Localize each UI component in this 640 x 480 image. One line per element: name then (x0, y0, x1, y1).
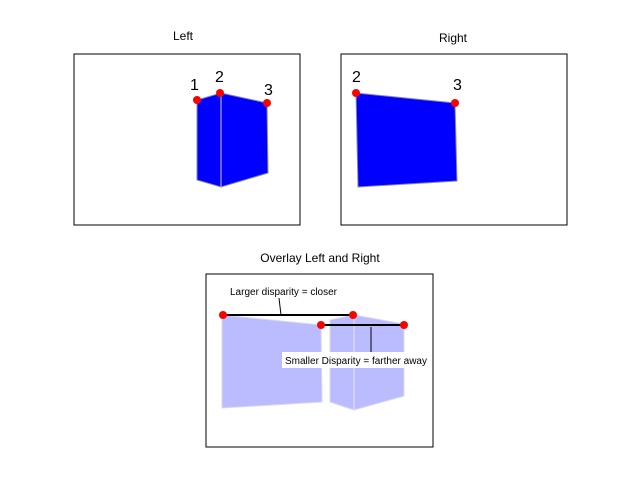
left-label-1: 1 (190, 77, 199, 94)
closer-annotation-leader (278, 297, 282, 316)
left-point-1 (193, 96, 201, 104)
left-panel-frame (73, 53, 301, 226)
overlay-point-left-3 (400, 321, 408, 329)
right-panel-frame (340, 53, 568, 226)
farther-annotation-text: Smaller Disparity = farther away (285, 356, 427, 367)
overlay-point-right-3 (317, 321, 325, 329)
overlay-point-left-2 (349, 311, 357, 319)
closer-annotation-text: Larger disparity = closer (230, 287, 338, 298)
overlay-panel-frame (205, 273, 434, 448)
right-box-face (355, 92, 458, 188)
left-point-2 (216, 89, 224, 97)
overlay-right-box-face (221, 314, 323, 409)
left-box-side-face (220, 92, 269, 188)
farther-annotation-background (282, 352, 428, 368)
overlay-panel-title: Overlay Left and Right (260, 251, 380, 265)
left-point-3 (263, 99, 271, 107)
left-panel-title: Left (172, 29, 193, 43)
right-panel-title: Right (438, 31, 467, 45)
right-point-3 (451, 99, 459, 107)
overlay-point-right-2 (219, 311, 227, 319)
right-label-3: 3 (453, 77, 462, 94)
left-label-2: 2 (215, 69, 224, 86)
left-box-front-face (196, 92, 222, 188)
right-point-2 (352, 89, 360, 97)
right-label-2: 2 (352, 69, 361, 86)
left-label-3: 3 (264, 82, 273, 99)
